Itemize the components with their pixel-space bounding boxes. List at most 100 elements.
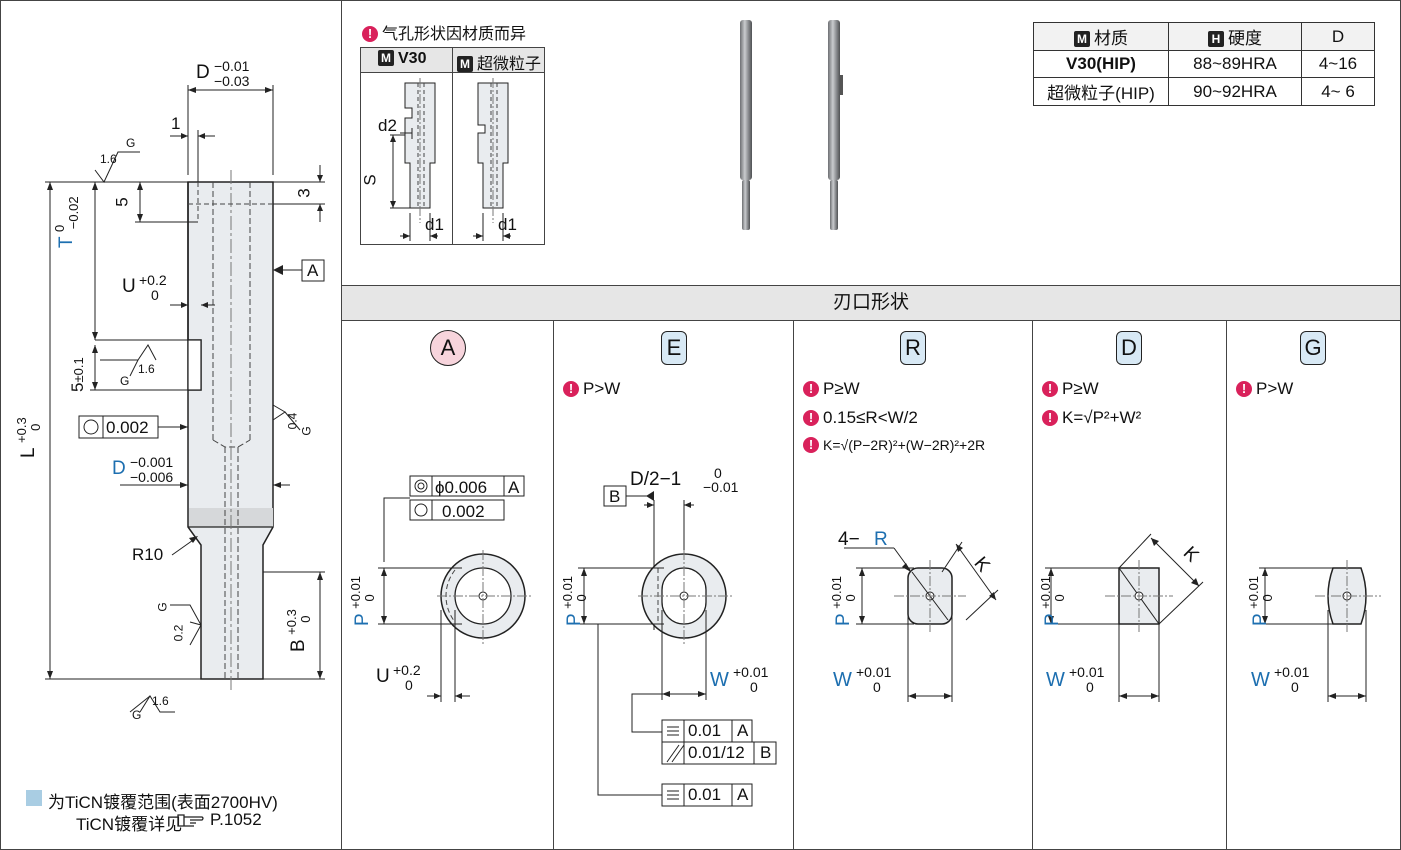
warning-icon: !	[563, 381, 579, 397]
shape-e-ref-b: B	[609, 487, 621, 506]
shape-r-w-label: W	[833, 669, 852, 691]
shape-e-w-upper: +0.01	[733, 664, 769, 680]
vent-d2-label: d2	[378, 116, 397, 135]
rough-g-low: G	[155, 602, 170, 612]
shape-a-tol2-value: 0.002	[442, 502, 485, 521]
rough-04: 0.4	[285, 412, 300, 430]
d-lower-label: D	[112, 458, 126, 479]
d-header: D	[1301, 22, 1375, 51]
shape-e-fcf1-value: 0.01	[688, 721, 722, 740]
shape-r-r-prefix: 4−	[838, 529, 860, 550]
rough-g-bottom: G	[132, 708, 142, 722]
d-lower-upper-tol: −0.001	[130, 454, 174, 470]
shape-d-w-upper: +0.01	[1069, 664, 1105, 680]
shape-d-w-label: W	[1046, 669, 1065, 691]
r10-label: R10	[132, 545, 164, 564]
vent-drawings	[390, 78, 511, 241]
shape-a-p-label: P +0.01 0	[348, 575, 377, 626]
warning-icon: !	[1042, 381, 1058, 397]
rough-g-mid: G	[120, 374, 130, 388]
shape-r-note3: !K=√(P−2R)²+(W−2R)²+2R	[803, 437, 985, 453]
shape-e-fcf2-value: 0.01/12	[688, 743, 745, 762]
warning-icon: !	[1236, 381, 1252, 397]
d-top-upper-tol: −0.01	[214, 58, 250, 74]
d-top-lower-tol: −0.03	[214, 73, 250, 89]
shape-e-w-label: W	[710, 669, 729, 691]
punch-drawing	[45, 85, 325, 713]
datum-a-label: A	[307, 261, 319, 280]
shape-g-drawing	[1259, 560, 1381, 702]
dim-three: 3	[294, 188, 314, 198]
shape-e-label: E	[661, 331, 687, 365]
shape-r-note1: !P≥W	[803, 379, 860, 399]
t-dimension-label: T 0 −0.02	[52, 196, 81, 248]
l-dimension-label: L +0.3 0	[14, 417, 43, 458]
vent-note: !气孔形状因材质而异	[362, 20, 526, 44]
pointing-hand-icon	[176, 812, 206, 828]
rough-02: 0.2	[171, 624, 186, 642]
u-upper-tol: +0.2	[139, 272, 167, 288]
dim-one: 1	[171, 114, 181, 133]
coating-legend-page[interactable]: P.1052	[210, 810, 262, 829]
vent-d1-label-a: d1	[425, 215, 444, 234]
shape-d-drawing	[1045, 533, 1204, 702]
rough-16-bottom: 1.6	[152, 694, 169, 708]
rough-g-top: G	[126, 136, 136, 150]
shape-e-fcf1-ref: A	[737, 721, 749, 740]
shape-g-note: !P>W	[1236, 379, 1293, 399]
shape-g-label: G	[1300, 331, 1326, 365]
shape-e-fcf2-ref: B	[760, 743, 772, 762]
b-dimension-label: B +0.3 0	[284, 609, 313, 652]
rough-16-mid: 1.6	[138, 362, 155, 376]
shape-a-u-lower: 0	[405, 677, 413, 693]
shape-a-tol1-ref: A	[508, 478, 520, 497]
shape-r-w-upper: +0.01	[856, 664, 892, 680]
coating-legend-ref: TiCN镀覆详见	[76, 815, 183, 834]
warning-icon: !	[803, 381, 819, 397]
table-row: V30(HIP) 88~89HRA 4~16	[1033, 50, 1375, 78]
shape-e-fcf3-value: 0.01	[688, 785, 722, 804]
shape-e-note: !P>W	[563, 379, 620, 399]
warning-icon: !	[803, 437, 819, 453]
shape-r-w-lower: 0	[873, 679, 881, 695]
shape-d-label: D	[1116, 331, 1142, 365]
shape-g-w-upper: +0.01	[1274, 664, 1310, 680]
shape-e-fcf3-ref: A	[737, 785, 749, 804]
product-photo	[740, 20, 843, 230]
shape-d-w-lower: 0	[1086, 679, 1094, 695]
shape-e-p-label: P +0.01 0	[560, 575, 589, 626]
shape-d-note2: !K=√P²+W²	[1042, 408, 1141, 428]
shape-r-p-label: P +0.01 0	[829, 575, 858, 626]
shape-a-label: A	[430, 330, 466, 366]
warning-icon: !	[1042, 410, 1058, 426]
shape-g-w-label: W	[1251, 669, 1270, 691]
u-lower-tol: 0	[151, 287, 159, 303]
circularity-value: 0.002	[106, 418, 149, 437]
shape-g-p-label: P +0.01 0	[1246, 575, 1275, 626]
shape-r-r-label: R	[874, 529, 888, 550]
table-row: 超微粒子(HIP) 90~92HRA 4~ 6	[1033, 77, 1375, 106]
coating-legend-text: 为TiCN镀覆范围(表面2700HV)	[48, 793, 278, 812]
coating-legend-swatch	[26, 790, 42, 806]
shape-a-u-label: U	[376, 666, 390, 687]
d-lower-lower-tol: −0.006	[130, 469, 174, 485]
shape-e-dim-lower: −0.01	[703, 479, 739, 495]
shape-e-dim: D/2−1	[630, 469, 682, 490]
shape-r-note2: !0.15≤R<W/2	[803, 408, 918, 428]
shape-a-drawing	[378, 475, 532, 702]
shape-a-tol1-value: ϕ0.006	[435, 478, 488, 497]
shape-e-dim-upper: 0	[714, 465, 722, 481]
shape-r-label: R	[900, 331, 926, 365]
shape-d-p-label: P +0.01 0	[1038, 575, 1067, 626]
shape-r-drawing	[844, 541, 999, 702]
dim-five-top: 5	[112, 197, 132, 207]
shape-a-u-upper: +0.2	[393, 662, 421, 678]
warning-icon: !	[803, 410, 819, 426]
five-pm-label: 5±0.1	[68, 357, 87, 392]
shape-e-drawing	[578, 485, 777, 807]
